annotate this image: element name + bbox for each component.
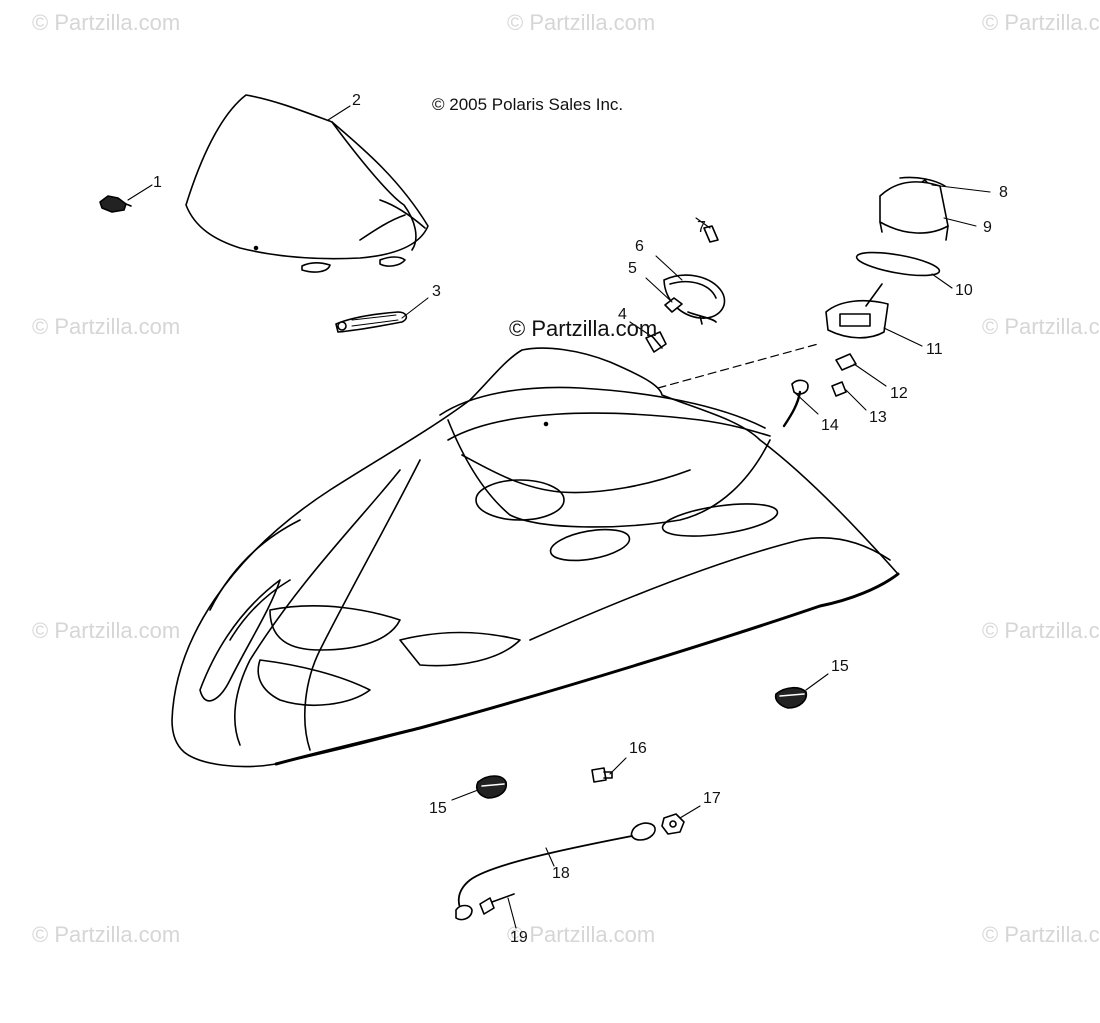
callout-19: 19 [510, 929, 528, 946]
callout-11: 11 [926, 341, 943, 358]
center-watermark: © Partzilla.com [509, 316, 658, 341]
tether-part-18 [456, 823, 655, 919]
callout-3: 3 [432, 283, 441, 300]
callout-6: 6 [635, 238, 644, 255]
callout-15b: 15 [429, 800, 447, 817]
callout-5: 5 [628, 260, 637, 277]
windshield-part [186, 95, 428, 272]
fastener-part-1 [100, 196, 131, 212]
bolt-part-16 [592, 768, 612, 782]
callout-17: 17 [703, 790, 721, 807]
watermark: © Partzilla.com [982, 10, 1100, 35]
callout-4: 4 [618, 306, 627, 323]
watermark: © Partzilla.com [507, 922, 656, 947]
callout-2: 2 [352, 92, 361, 109]
watermark: © Partzilla.com [32, 922, 181, 947]
callout-12: 12 [890, 385, 908, 402]
watermark: © Partzilla.com [32, 618, 181, 643]
watermark: © Partzilla.com [982, 618, 1100, 643]
callout-1: 1 [153, 174, 162, 191]
callout-14: 14 [821, 417, 839, 434]
callout-9: 9 [983, 219, 992, 236]
copyright-notice: © 2005 Polaris Sales Inc. [432, 95, 624, 114]
gauge-assembly-group [826, 177, 948, 396]
watermark: © Partzilla.com [32, 314, 181, 339]
gauge-bracket-group [646, 226, 725, 352]
hood-part [172, 348, 898, 766]
latch-part-15a [776, 688, 807, 708]
rivet-part-19 [480, 894, 514, 914]
watermark: © Partzilla.com [982, 922, 1100, 947]
callout-13: 13 [869, 409, 887, 426]
callout-7: 7 [697, 219, 706, 236]
watermark: © Partzilla.com [507, 10, 656, 35]
latch-part-15b [477, 776, 507, 798]
strap-part-3 [336, 312, 406, 332]
nut-part-17 [662, 814, 684, 834]
watermark: © Partzilla.com [982, 314, 1100, 339]
callout-8: 8 [999, 184, 1008, 201]
wire-part-14 [784, 380, 808, 426]
watermark: © Partzilla.com [32, 10, 181, 35]
callout-18: 18 [552, 865, 570, 882]
callout-10: 10 [955, 282, 973, 299]
callout-16: 16 [629, 740, 647, 757]
callout-15a: 15 [831, 658, 849, 675]
